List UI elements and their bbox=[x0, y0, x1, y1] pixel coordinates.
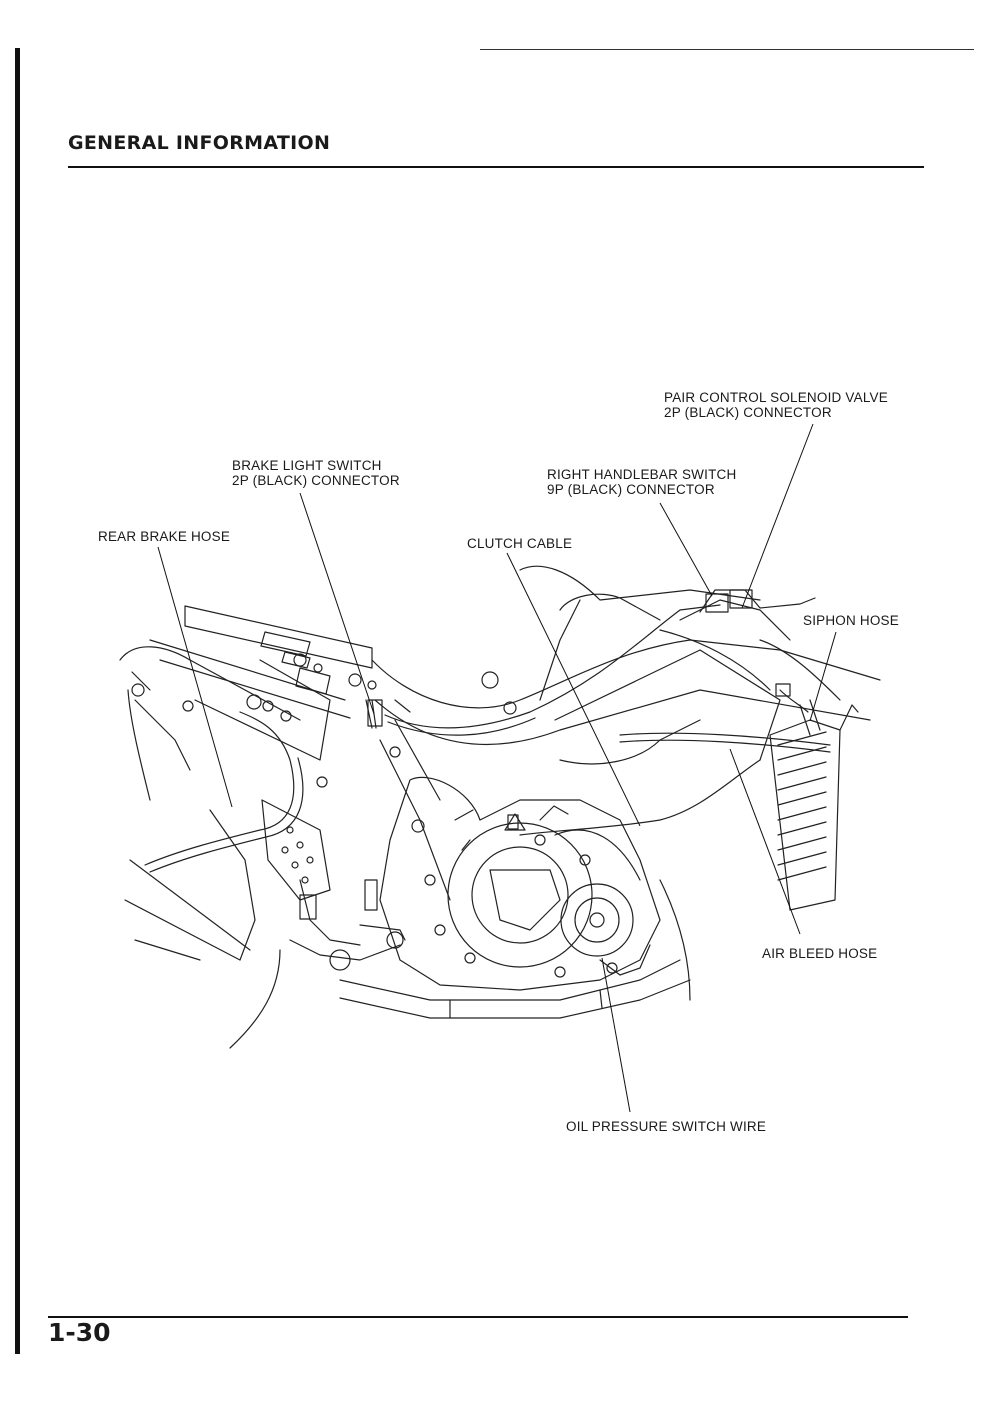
callout-pair-control-solenoid: PAIR CONTROL SOLENOID VALVE 2P (BLACK) C… bbox=[664, 390, 888, 420]
radiator-drawing bbox=[759, 639, 859, 911]
footpeg-bracket-drawing bbox=[261, 799, 406, 971]
exhaust-drawing bbox=[339, 879, 691, 1019]
callout-oil-pressure-switch-wire: OIL PRESSURE SWITCH WIRE bbox=[566, 1119, 767, 1134]
page-number: 1-30 bbox=[48, 1318, 111, 1347]
rear-wheel-outline bbox=[229, 949, 281, 1049]
hoses-drawing bbox=[144, 711, 831, 873]
wiring-harness-drawing bbox=[365, 589, 816, 736]
footer-rule bbox=[48, 1316, 908, 1318]
callout-air-bleed-hose: AIR BLEED HOSE bbox=[762, 946, 878, 961]
callout-siphon-hose: SIPHON HOSE bbox=[803, 613, 899, 628]
rear-subframe-drawing bbox=[119, 605, 373, 961]
callout-clutch-cable: CLUTCH CABLE bbox=[467, 536, 573, 551]
callout-pair-control-solenoid-line2: 2P (BLACK) CONNECTOR bbox=[664, 405, 832, 420]
engine-crankcase-drawing bbox=[379, 776, 661, 991]
main-frame-drawing bbox=[316, 565, 881, 901]
callout-brake-light-switch: BRAKE LIGHT SWITCH 2P (BLACK) CONNECTOR bbox=[232, 458, 400, 488]
section-title: GENERAL INFORMATION bbox=[68, 132, 331, 154]
title-rule bbox=[68, 166, 924, 168]
callout-pair-control-solenoid-line1: PAIR CONTROL SOLENOID VALVE bbox=[664, 390, 888, 405]
callout-brake-light-switch-line2: 2P (BLACK) CONNECTOR bbox=[232, 473, 400, 488]
top-rule bbox=[480, 49, 974, 50]
leader-lines bbox=[157, 423, 837, 1113]
callout-right-handlebar-switch-line2: 9P (BLACK) CONNECTOR bbox=[547, 482, 715, 497]
callout-brake-light-switch-line1: BRAKE LIGHT SWITCH bbox=[232, 458, 382, 473]
binding-edge bbox=[15, 48, 20, 1354]
callout-right-handlebar-switch: RIGHT HANDLEBAR SWITCH 9P (BLACK) CONNEC… bbox=[547, 467, 736, 497]
callout-rear-brake-hose: REAR BRAKE HOSE bbox=[98, 529, 231, 544]
callout-right-handlebar-switch-line1: RIGHT HANDLEBAR SWITCH bbox=[547, 467, 737, 482]
